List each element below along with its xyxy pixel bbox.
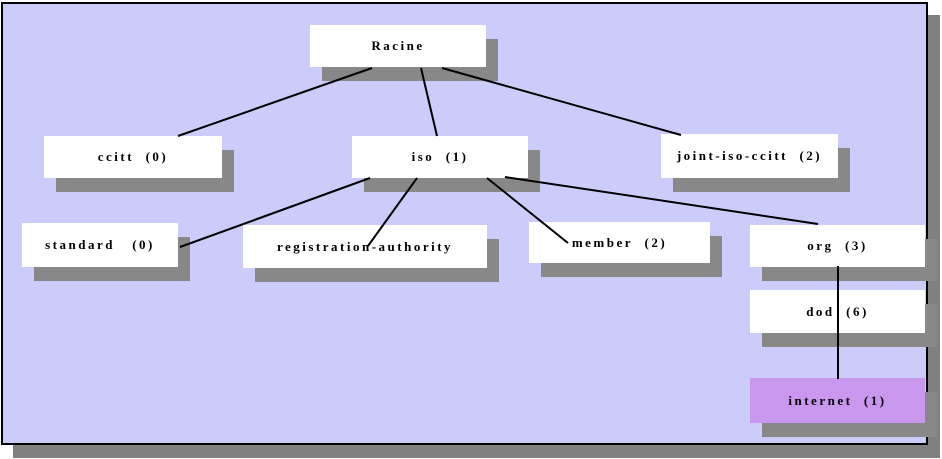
node-member: member (2)	[529, 222, 710, 263]
node-internet-highlighted: internet (1)	[750, 378, 925, 423]
node-dod: dod (6)	[750, 290, 925, 333]
node-org: org (3)	[750, 225, 925, 267]
node-racine: Racine	[310, 25, 486, 67]
node-standard: standard (0)	[22, 223, 178, 267]
node-ccitt: ccitt (0)	[44, 136, 222, 178]
node-iso: iso (1)	[352, 136, 528, 178]
node-joint-iso-ccitt: joint-iso-ccitt (2)	[661, 134, 838, 178]
node-registration-authority: registration-authority	[243, 225, 487, 268]
